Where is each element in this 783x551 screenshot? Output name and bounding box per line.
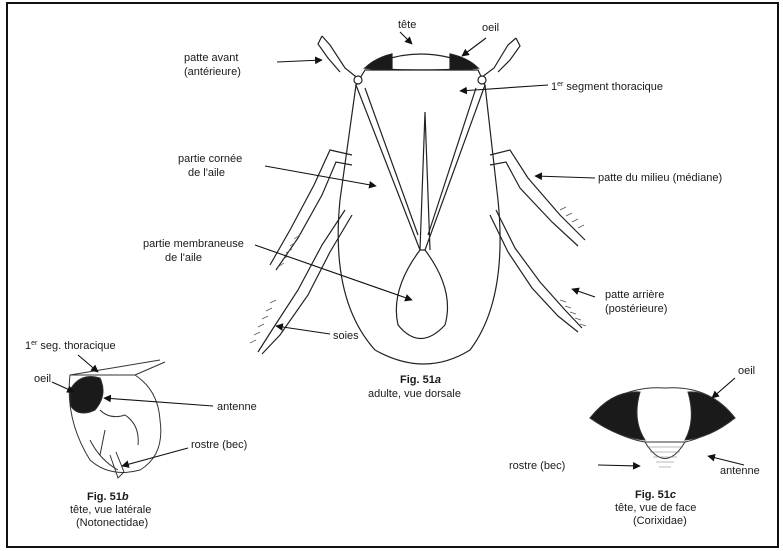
- label-patte-milieu: patte du milieu (médiane): [598, 172, 722, 184]
- label-seg-thoracique: 1er seg. thoracique: [25, 340, 116, 352]
- fig-51b-title: Fig. 51b: [87, 491, 129, 503]
- fig-51b-caption-2: (Notonectidae): [76, 517, 148, 529]
- label-tete: tête: [398, 19, 416, 31]
- fig-51c-caption-1: tête, vue de face: [615, 502, 696, 514]
- head-front-view: [590, 388, 735, 467]
- label-patte-arriere: patte arrière: [605, 289, 664, 301]
- label-oeil-b: oeil: [34, 373, 51, 385]
- label-partie-cornee: partie cornée: [178, 153, 242, 165]
- eye-front-right: [685, 392, 735, 440]
- label-oeil-c: oeil: [738, 365, 755, 377]
- label-de-laile-1: de l'aile: [188, 167, 225, 179]
- fig-51a-title: Fig. 51a: [400, 374, 441, 386]
- fig-51a-caption: adulte, vue dorsale: [368, 388, 461, 400]
- label-anterieure: (antérieure): [184, 66, 241, 78]
- label-antenne-c: antenne: [720, 465, 760, 477]
- label-oeil: oeil: [482, 22, 499, 34]
- fig-51b-caption-1: tête, vue latérale: [70, 504, 151, 516]
- label-de-laile-2: de l'aile: [165, 252, 202, 264]
- eye-right: [450, 54, 478, 70]
- label-rostre-c: rostre (bec): [509, 460, 565, 472]
- label-segment-thoracique: 1er segment thoracique: [551, 81, 663, 93]
- label-soies: soies: [333, 330, 359, 342]
- fig-51c-caption-2: (Corixidae): [633, 515, 687, 527]
- fig-51c-title: Fig. 51c: [635, 489, 676, 501]
- label-partie-membraneuse: partie membraneuse: [143, 238, 244, 250]
- rostrum-front: [645, 442, 685, 459]
- label-antenne-b: antenne: [217, 401, 257, 413]
- label-posterieure: (postérieure): [605, 303, 667, 315]
- label-patte-avant: patte avant: [184, 52, 238, 64]
- eye-left: [365, 54, 392, 70]
- head-lateral-view: [69, 360, 165, 478]
- hind-leg-right: [496, 210, 582, 328]
- label-rostre-b: rostre (bec): [191, 439, 247, 451]
- eye-front-left: [590, 392, 645, 440]
- insect-dorsal-view: [250, 36, 586, 364]
